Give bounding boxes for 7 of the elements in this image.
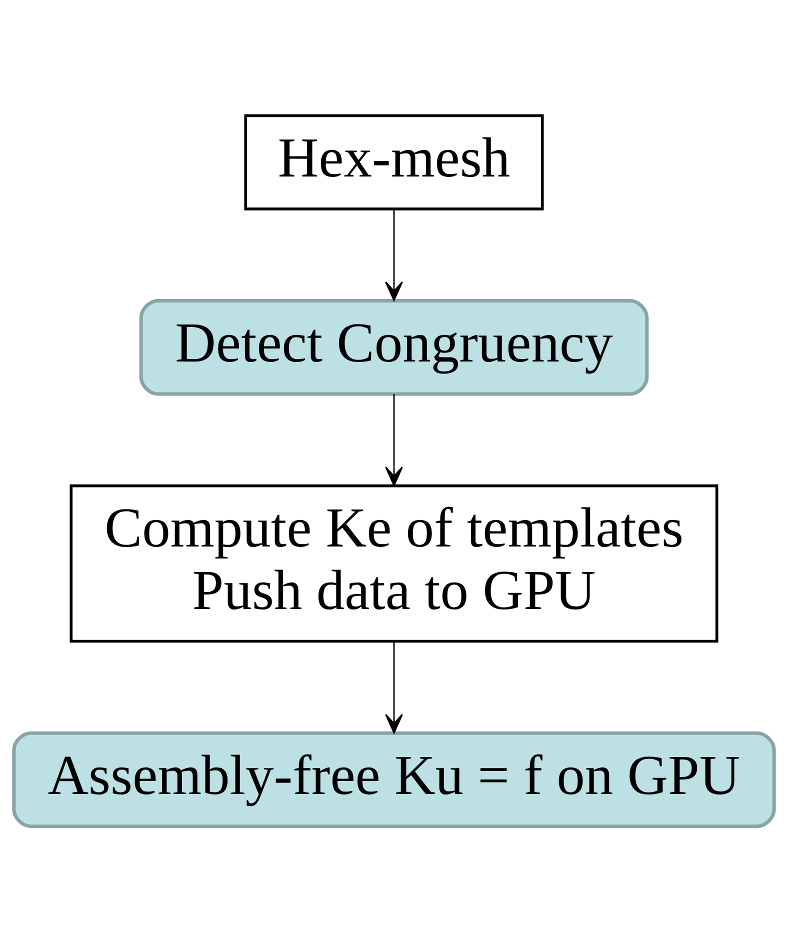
node-box: Detect Congruency [139, 298, 649, 396]
node-box: Hex-mesh [244, 114, 544, 210]
arrow [385, 641, 403, 734]
node-box: Compute Ke of templates Push data to GPU [70, 484, 718, 643]
node-box: Assembly-free Ku = f on GPU [12, 731, 776, 828]
arrow [385, 209, 403, 302]
arrow [385, 394, 403, 486]
